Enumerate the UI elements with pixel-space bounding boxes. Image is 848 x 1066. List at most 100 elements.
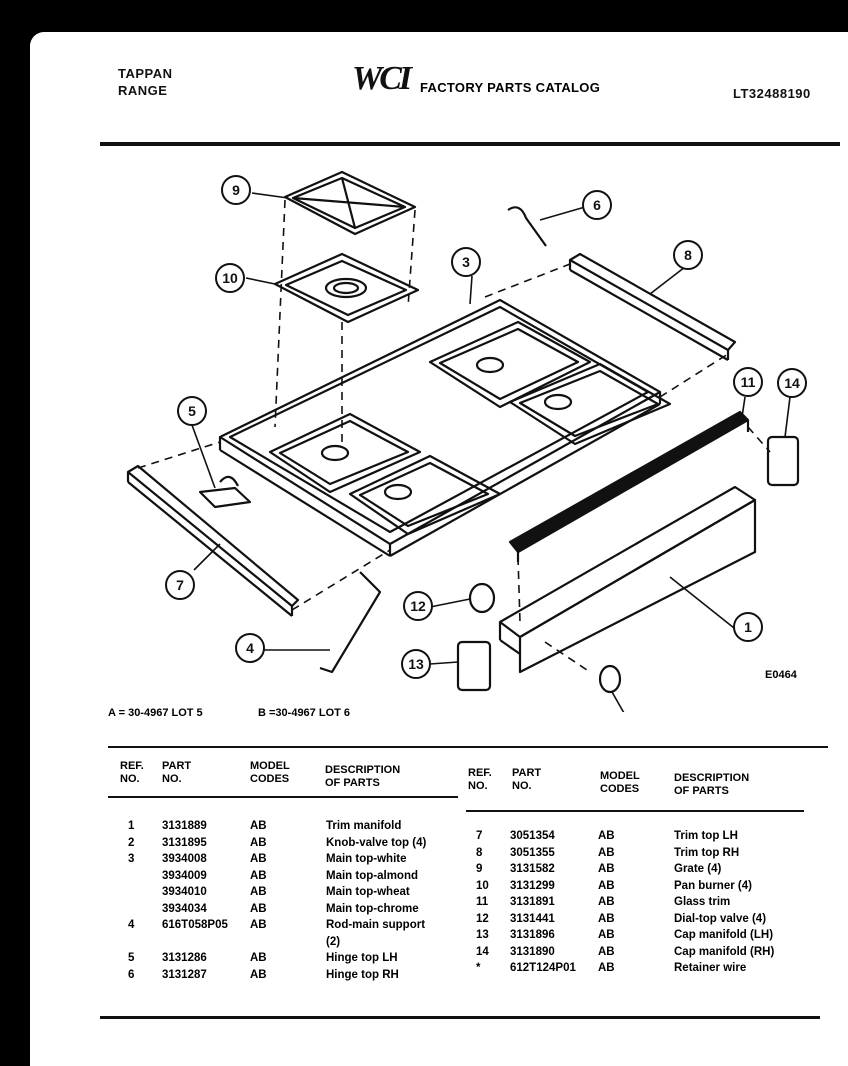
model-cell: AB bbox=[598, 830, 615, 842]
model-cell: AB bbox=[598, 896, 615, 908]
desc-cell: Knob-valve top (4) bbox=[326, 836, 427, 849]
part-cell: 3131441 bbox=[510, 912, 555, 925]
wci-logo: WCI bbox=[352, 60, 412, 97]
desc-cell: Trim top RH bbox=[674, 846, 740, 859]
model-cell: AB bbox=[250, 952, 267, 964]
table-top-rule bbox=[108, 746, 828, 748]
model-cell: AB bbox=[598, 912, 615, 925]
right-desc-header: DESCRIPTION OF PARTS bbox=[674, 772, 750, 797]
callout-10: 10 bbox=[222, 270, 238, 286]
model-cell: AB bbox=[250, 886, 267, 898]
ref-cell: 1 bbox=[128, 820, 135, 832]
ref-cell: 5 bbox=[128, 952, 135, 964]
callout-9: 9 bbox=[232, 182, 240, 198]
trim-top-lh-part bbox=[126, 464, 300, 617]
main-top-part bbox=[218, 298, 672, 557]
model-cell: AB bbox=[250, 919, 267, 931]
model-cell: AB bbox=[250, 820, 267, 832]
callout-7: 7 bbox=[176, 577, 184, 593]
model-cell: AB bbox=[250, 836, 267, 849]
desc-cell: Retainer wire bbox=[674, 962, 747, 974]
model-cell: AB bbox=[598, 962, 615, 974]
callout-4: 4 bbox=[246, 640, 254, 656]
glass-trim-part bbox=[508, 410, 750, 562]
desc-cell: Dial-top valve (4) bbox=[674, 912, 767, 925]
part-cell: 3051354 bbox=[510, 830, 555, 842]
desc-cell: Pan burner (4) bbox=[674, 879, 752, 892]
hinge-top-rh-part bbox=[507, 206, 547, 247]
callout-13: 13 bbox=[408, 656, 424, 672]
right-model-header: MODEL CODES bbox=[600, 770, 640, 795]
left-part-header: PART NO. bbox=[162, 760, 192, 785]
product-label: RANGE bbox=[118, 83, 168, 98]
part-cell: 3934010 bbox=[162, 886, 207, 898]
desc-cell: Glass trim bbox=[674, 896, 731, 908]
ref-cell: 2 bbox=[128, 836, 135, 849]
model-cell: AB bbox=[598, 846, 615, 859]
part-cell: 3131891 bbox=[510, 896, 555, 908]
part-cell: 3131286 bbox=[162, 952, 207, 964]
callout-6: 6 bbox=[593, 197, 601, 213]
ref-cell: 14 bbox=[476, 945, 489, 958]
left-model-header: MODEL CODES bbox=[250, 760, 290, 785]
ref-cell: 6 bbox=[128, 968, 135, 981]
model-number: LT32488190 bbox=[733, 86, 811, 101]
part-cell: 3131895 bbox=[162, 836, 207, 849]
left-ref-header: REF. NO. bbox=[120, 760, 144, 785]
lot-b: B =30-4967 LOT 6 bbox=[258, 707, 351, 719]
desc-cell: Rod-main support bbox=[326, 919, 426, 931]
ref-cell: * bbox=[476, 962, 481, 974]
desc-cell: Trim manifold bbox=[326, 820, 402, 832]
part-cell: 612T124P01 bbox=[510, 962, 576, 974]
model-cell: AB bbox=[598, 863, 615, 875]
desc-cell: Hinge top LH bbox=[326, 952, 398, 964]
cap-manifold-lh-part bbox=[456, 640, 492, 692]
desc-cell: Grate (4) bbox=[674, 863, 722, 875]
header-rule bbox=[100, 142, 840, 146]
callout-11: 11 bbox=[741, 374, 756, 390]
desc-cell: Main top-white bbox=[326, 853, 407, 865]
part-cell: 3934009 bbox=[162, 869, 207, 882]
model-cell: AB bbox=[250, 853, 267, 865]
model-cell: AB bbox=[598, 945, 615, 958]
left-header-rule bbox=[108, 796, 458, 798]
right-header-rule bbox=[466, 810, 804, 812]
ref-cell: 3 bbox=[128, 853, 135, 865]
right-ref-header: REF. NO. bbox=[468, 767, 492, 792]
catalog-sheet: TAPPAN RANGE WCI FACTORY PARTS CATALOG L… bbox=[30, 32, 848, 1066]
lot-a: A = 30-4967 LOT 5 bbox=[108, 707, 203, 719]
ref-cell: 8 bbox=[476, 846, 483, 859]
exploded-parts-diagram: 9 10 3 6 8 5 7 4 11 14 12 13 1 2 bbox=[126, 170, 807, 712]
rod-main-support-part bbox=[319, 571, 382, 674]
desc-cell: Main top-chrome bbox=[326, 902, 419, 915]
catalog-title: FACTORY PARTS CATALOG bbox=[420, 80, 601, 95]
ref-cell: 7 bbox=[476, 830, 483, 842]
model-cell: AB bbox=[598, 929, 615, 941]
ref-cell: 4 bbox=[128, 919, 135, 931]
cap-manifold-rh-part bbox=[766, 435, 800, 487]
desc-cell: Main top-wheat bbox=[326, 886, 410, 898]
ref-cell: 12 bbox=[476, 912, 489, 925]
part-cell: 3131889 bbox=[162, 820, 207, 832]
left-desc-header: DESCRIPTION OF PARTS bbox=[325, 764, 401, 789]
callout-1: 1 bbox=[744, 619, 752, 635]
callout-8: 8 bbox=[684, 247, 692, 263]
callout-5: 5 bbox=[188, 403, 196, 419]
part-cell: 3051355 bbox=[510, 846, 555, 859]
desc-cell: Cap manifold (RH) bbox=[674, 945, 775, 958]
desc-cell: Main top-almond bbox=[326, 869, 418, 882]
callout-3: 3 bbox=[462, 254, 470, 270]
table-bottom-rule bbox=[100, 1016, 820, 1019]
model-cell: AB bbox=[598, 879, 615, 892]
right-part-header: PART NO. bbox=[512, 767, 542, 792]
model-cell: AB bbox=[250, 902, 267, 915]
ref-cell: 11 bbox=[476, 896, 489, 908]
desc-cell: Cap manifold (LH) bbox=[674, 929, 774, 941]
diagram-code: E0464 bbox=[765, 669, 797, 681]
desc-cell: Hinge top RH bbox=[326, 968, 399, 981]
desc-cell: Trim top LH bbox=[674, 830, 738, 842]
model-cell: AB bbox=[250, 968, 267, 981]
part-cell: 3934034 bbox=[162, 902, 207, 915]
part-cell: 616T058P05 bbox=[162, 919, 228, 931]
ref-cell: 10 bbox=[476, 879, 489, 892]
